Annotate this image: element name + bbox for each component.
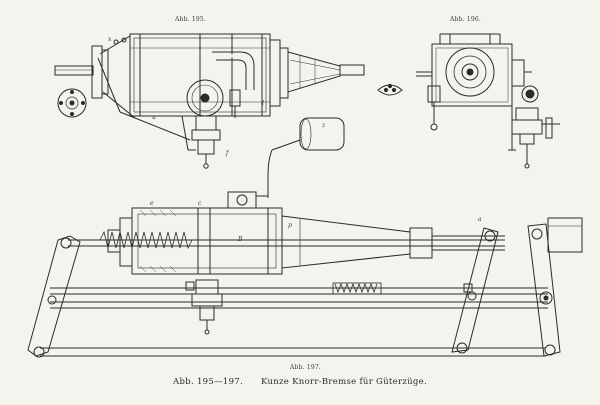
- fig195-label: Abb. 195.: [175, 16, 206, 23]
- caption-text: Kunze Knorr-Bremse für Güterzüge.: [261, 377, 427, 387]
- fig197-rigging: [27, 186, 583, 358]
- part-letter-c: c: [198, 200, 202, 207]
- part-letter-reservoir: z: [322, 122, 326, 129]
- part-letter-a: a: [478, 216, 482, 223]
- fig196-assembly: [416, 33, 560, 169]
- fig196-small-plate: [377, 83, 403, 96]
- part-letter-p: p: [288, 222, 293, 229]
- part-letter-e: e: [150, 200, 154, 207]
- caption-figures: Abb. 195—197.: [173, 377, 244, 387]
- fig195-assembly: [54, 33, 365, 169]
- reservoir-z: [267, 117, 345, 198]
- fig195-flange-plate: [57, 88, 87, 118]
- part-letter-f: f: [226, 150, 229, 157]
- part-letter-x: x: [108, 36, 112, 43]
- part-letter-u: u: [152, 114, 157, 121]
- fig196-label: Abb. 196.: [450, 16, 481, 23]
- part-letter-l: l: [262, 100, 265, 107]
- hatch-marks: [139, 209, 177, 273]
- part-letter-cylinder-b: B: [238, 236, 243, 243]
- figure-caption: Abb. 195—197. Kunze Knorr-Bremse für Güte…: [0, 377, 600, 387]
- fig197-label: Abb. 197.: [290, 364, 321, 371]
